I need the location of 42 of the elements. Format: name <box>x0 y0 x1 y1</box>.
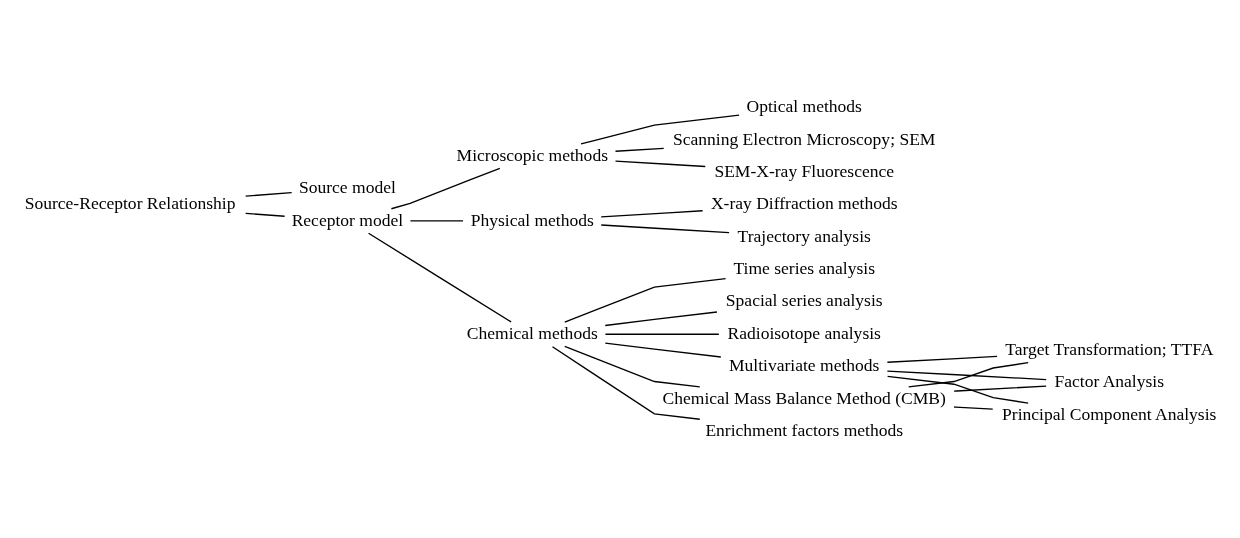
connector <box>390 167 501 209</box>
connector <box>367 232 512 323</box>
connector <box>604 341 722 358</box>
node-text: Spacial series analysis <box>725 289 883 310</box>
connector <box>953 385 1047 392</box>
node-text: Radioisotope analysis <box>727 322 881 343</box>
node-text: Microscopic methods <box>456 144 608 165</box>
node-text: SEM-X-ray Fluorescence <box>714 160 895 181</box>
node-text: Target Transformation; TTFA <box>1005 338 1214 359</box>
connector <box>600 209 704 218</box>
node-text: X-ray Diffraction methods <box>710 192 898 213</box>
connector <box>614 147 665 152</box>
connector <box>409 219 464 222</box>
node-text: Source-Receptor Relationship <box>24 192 236 213</box>
connector <box>564 277 727 323</box>
node-text: Physical methods <box>470 209 594 229</box>
node-text: Optical methods <box>746 95 862 116</box>
connector <box>604 310 718 326</box>
connector <box>953 405 994 410</box>
node-text: Principal Component Analysis <box>1002 403 1217 424</box>
connector <box>244 191 293 197</box>
node-text: Source model <box>298 176 396 197</box>
connector <box>564 345 701 388</box>
node-text: Trajectory analysis <box>737 225 871 246</box>
connector <box>908 361 1029 388</box>
connector <box>604 333 720 335</box>
connector <box>551 345 701 420</box>
node-text: Receptor model <box>291 209 404 229</box>
connector <box>600 223 730 233</box>
connector <box>886 375 1029 404</box>
connector <box>580 113 740 145</box>
node-text: Factor Analysis <box>1054 370 1165 391</box>
connector <box>244 212 286 217</box>
connector <box>886 369 1047 380</box>
node-text: Chemical methods <box>466 322 598 343</box>
node-text: Scanning Electron Microscopy; SEM <box>673 128 936 149</box>
connector <box>614 159 706 167</box>
connector <box>886 355 998 363</box>
node-text: Time series analysis <box>733 257 875 278</box>
node-text: Enrichment factors methods <box>705 419 904 440</box>
node-text: Multivariate methods <box>729 354 880 375</box>
node-text: Chemical Mass Balance Method (CMB) <box>662 387 946 408</box>
